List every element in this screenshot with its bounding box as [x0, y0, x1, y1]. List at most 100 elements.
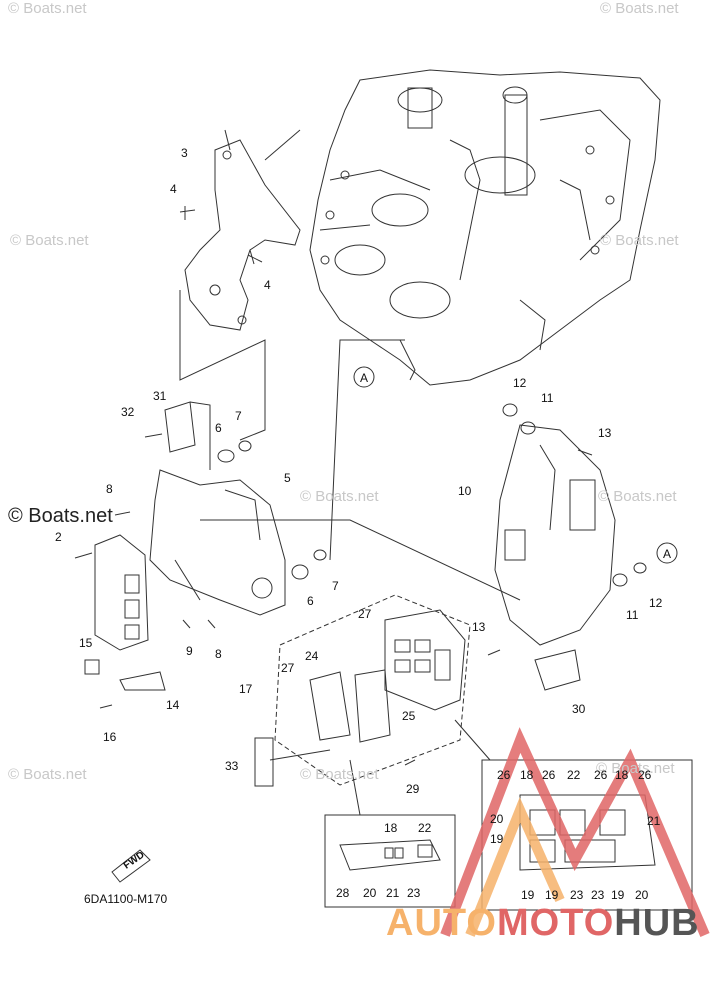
watermark-left-bold: © Boats.net — [8, 505, 113, 527]
callout-24: 24 — [305, 649, 319, 663]
watermark-top-left: © Boats.net — [8, 0, 87, 17]
bolt-4a — [179, 206, 196, 220]
right-callout-20a: 20 — [490, 812, 504, 826]
engine-block — [309, 69, 661, 386]
callout-25: 25 — [402, 709, 416, 723]
bracket-5 — [149, 469, 286, 616]
ecm-unit — [94, 534, 149, 651]
watermark-right-center: © Boats.net — [598, 488, 677, 505]
callout-9: 9 — [186, 644, 193, 658]
bolt-29 — [404, 759, 416, 766]
bracket-31 — [164, 401, 196, 453]
fuse-25 — [354, 669, 391, 743]
fwd-arrow — [111, 849, 151, 883]
callout-6b: 6 — [307, 594, 314, 608]
right-callout-26b: 26 — [542, 768, 556, 782]
automotohub-logo-mark — [440, 727, 710, 937]
ref-a-top-label: A — [360, 371, 369, 385]
logo-hub: HUB — [614, 902, 700, 944]
bracket-10 — [494, 424, 616, 646]
fuse-box-group — [274, 594, 471, 786]
inset-callout-23: 23 — [407, 886, 421, 900]
callout-8b: 8 — [215, 647, 222, 661]
logo-auto: AUTO — [386, 902, 497, 944]
ref-a-right-label: A — [663, 547, 672, 561]
bolt-4b — [247, 249, 263, 265]
watermark-right-mid: © Boats.net — [600, 232, 679, 249]
callout-3: 3 — [181, 146, 188, 160]
callout-14: 14 — [166, 698, 180, 712]
bolt-8b — [207, 619, 216, 629]
inset-callout-22: 22 — [418, 821, 432, 835]
relay-box — [384, 609, 466, 711]
label-33 — [254, 737, 274, 787]
inset-relay-detail — [324, 814, 456, 908]
watermark-left-mid: © Boats.net — [10, 232, 89, 249]
diagram-code: 6DA1100-M170 — [84, 892, 168, 906]
coupler-30 — [534, 649, 581, 691]
right-callout-19a: 19 — [490, 832, 504, 846]
callout-11b: 11 — [626, 608, 639, 622]
callout-27b: 27 — [281, 661, 295, 675]
watermark-bottom-center: © Boats.net — [300, 766, 379, 783]
callout-16: 16 — [103, 730, 117, 744]
right-callout-26c: 26 — [594, 768, 608, 782]
right-callout-23b: 23 — [591, 888, 605, 902]
watermark-bottom-right: © Boats.net — [596, 760, 675, 777]
cover-24 — [309, 671, 351, 741]
bracket-3 — [184, 129, 301, 331]
callout-4b: 4 — [264, 278, 271, 292]
inset-callout-20: 20 — [363, 886, 377, 900]
callout-15: 15 — [79, 636, 93, 650]
watermark-bottom-left: © Boats.net — [8, 766, 87, 783]
right-callout-26a: 26 — [497, 768, 511, 782]
callout-6a: 6 — [215, 421, 222, 435]
callout-10: 10 — [458, 484, 472, 498]
callout-12b: 12 — [649, 596, 663, 610]
logo-moto: MOTO — [496, 902, 615, 944]
callout-4a: 4 — [170, 182, 177, 196]
right-callout-18b: 18 — [615, 768, 629, 782]
ref-a-right — [656, 542, 678, 564]
right-callout-18a: 18 — [520, 768, 534, 782]
ref-a-top — [353, 366, 375, 388]
bolt-8a — [114, 511, 131, 516]
callout-7a: 7 — [235, 409, 242, 423]
watermark-top-right: © Boats.net — [600, 0, 679, 17]
callout-13b: 13 — [472, 620, 486, 634]
bolt-9 — [182, 619, 191, 629]
right-callout-19c: 19 — [545, 888, 559, 902]
callout-2: 2 — [55, 530, 62, 544]
callout-33: 33 — [225, 759, 239, 773]
bolt-2 — [74, 552, 93, 559]
collar-7a — [238, 440, 252, 452]
callout-8a: 8 — [106, 482, 113, 496]
callout-13a: 13 — [598, 426, 612, 440]
inset-callout-21: 21 — [386, 886, 400, 900]
callout-29: 29 — [406, 782, 420, 796]
right-callout-19d: 19 — [611, 888, 625, 902]
grommet-6a — [217, 449, 235, 463]
callout-27a: 27 — [358, 607, 372, 621]
callout-32: 32 — [121, 405, 135, 419]
right-callout-20b: 20 — [635, 888, 649, 902]
right-callout-19b: 19 — [521, 888, 535, 902]
inset-callout-18: 18 — [384, 821, 398, 835]
automotohub-logo: AUTOMOTOHUB — [386, 902, 700, 945]
callout-5: 5 — [284, 471, 291, 485]
bolt-32 — [144, 433, 163, 438]
clamp-14 — [119, 671, 166, 691]
callout-30: 30 — [572, 702, 586, 716]
callout-17: 17 — [239, 682, 253, 696]
right-callout-26d: 26 — [638, 768, 652, 782]
callout-7b: 7 — [332, 579, 339, 593]
inset-callout-28: 28 — [336, 886, 350, 900]
right-callout-22: 22 — [567, 768, 581, 782]
watermark-center: © Boats.net — [300, 488, 379, 505]
callout-11a: 11 — [541, 391, 554, 405]
right-callout-21: 21 — [647, 814, 661, 828]
callout-12a: 12 — [513, 376, 527, 390]
bolt-16 — [99, 704, 113, 709]
